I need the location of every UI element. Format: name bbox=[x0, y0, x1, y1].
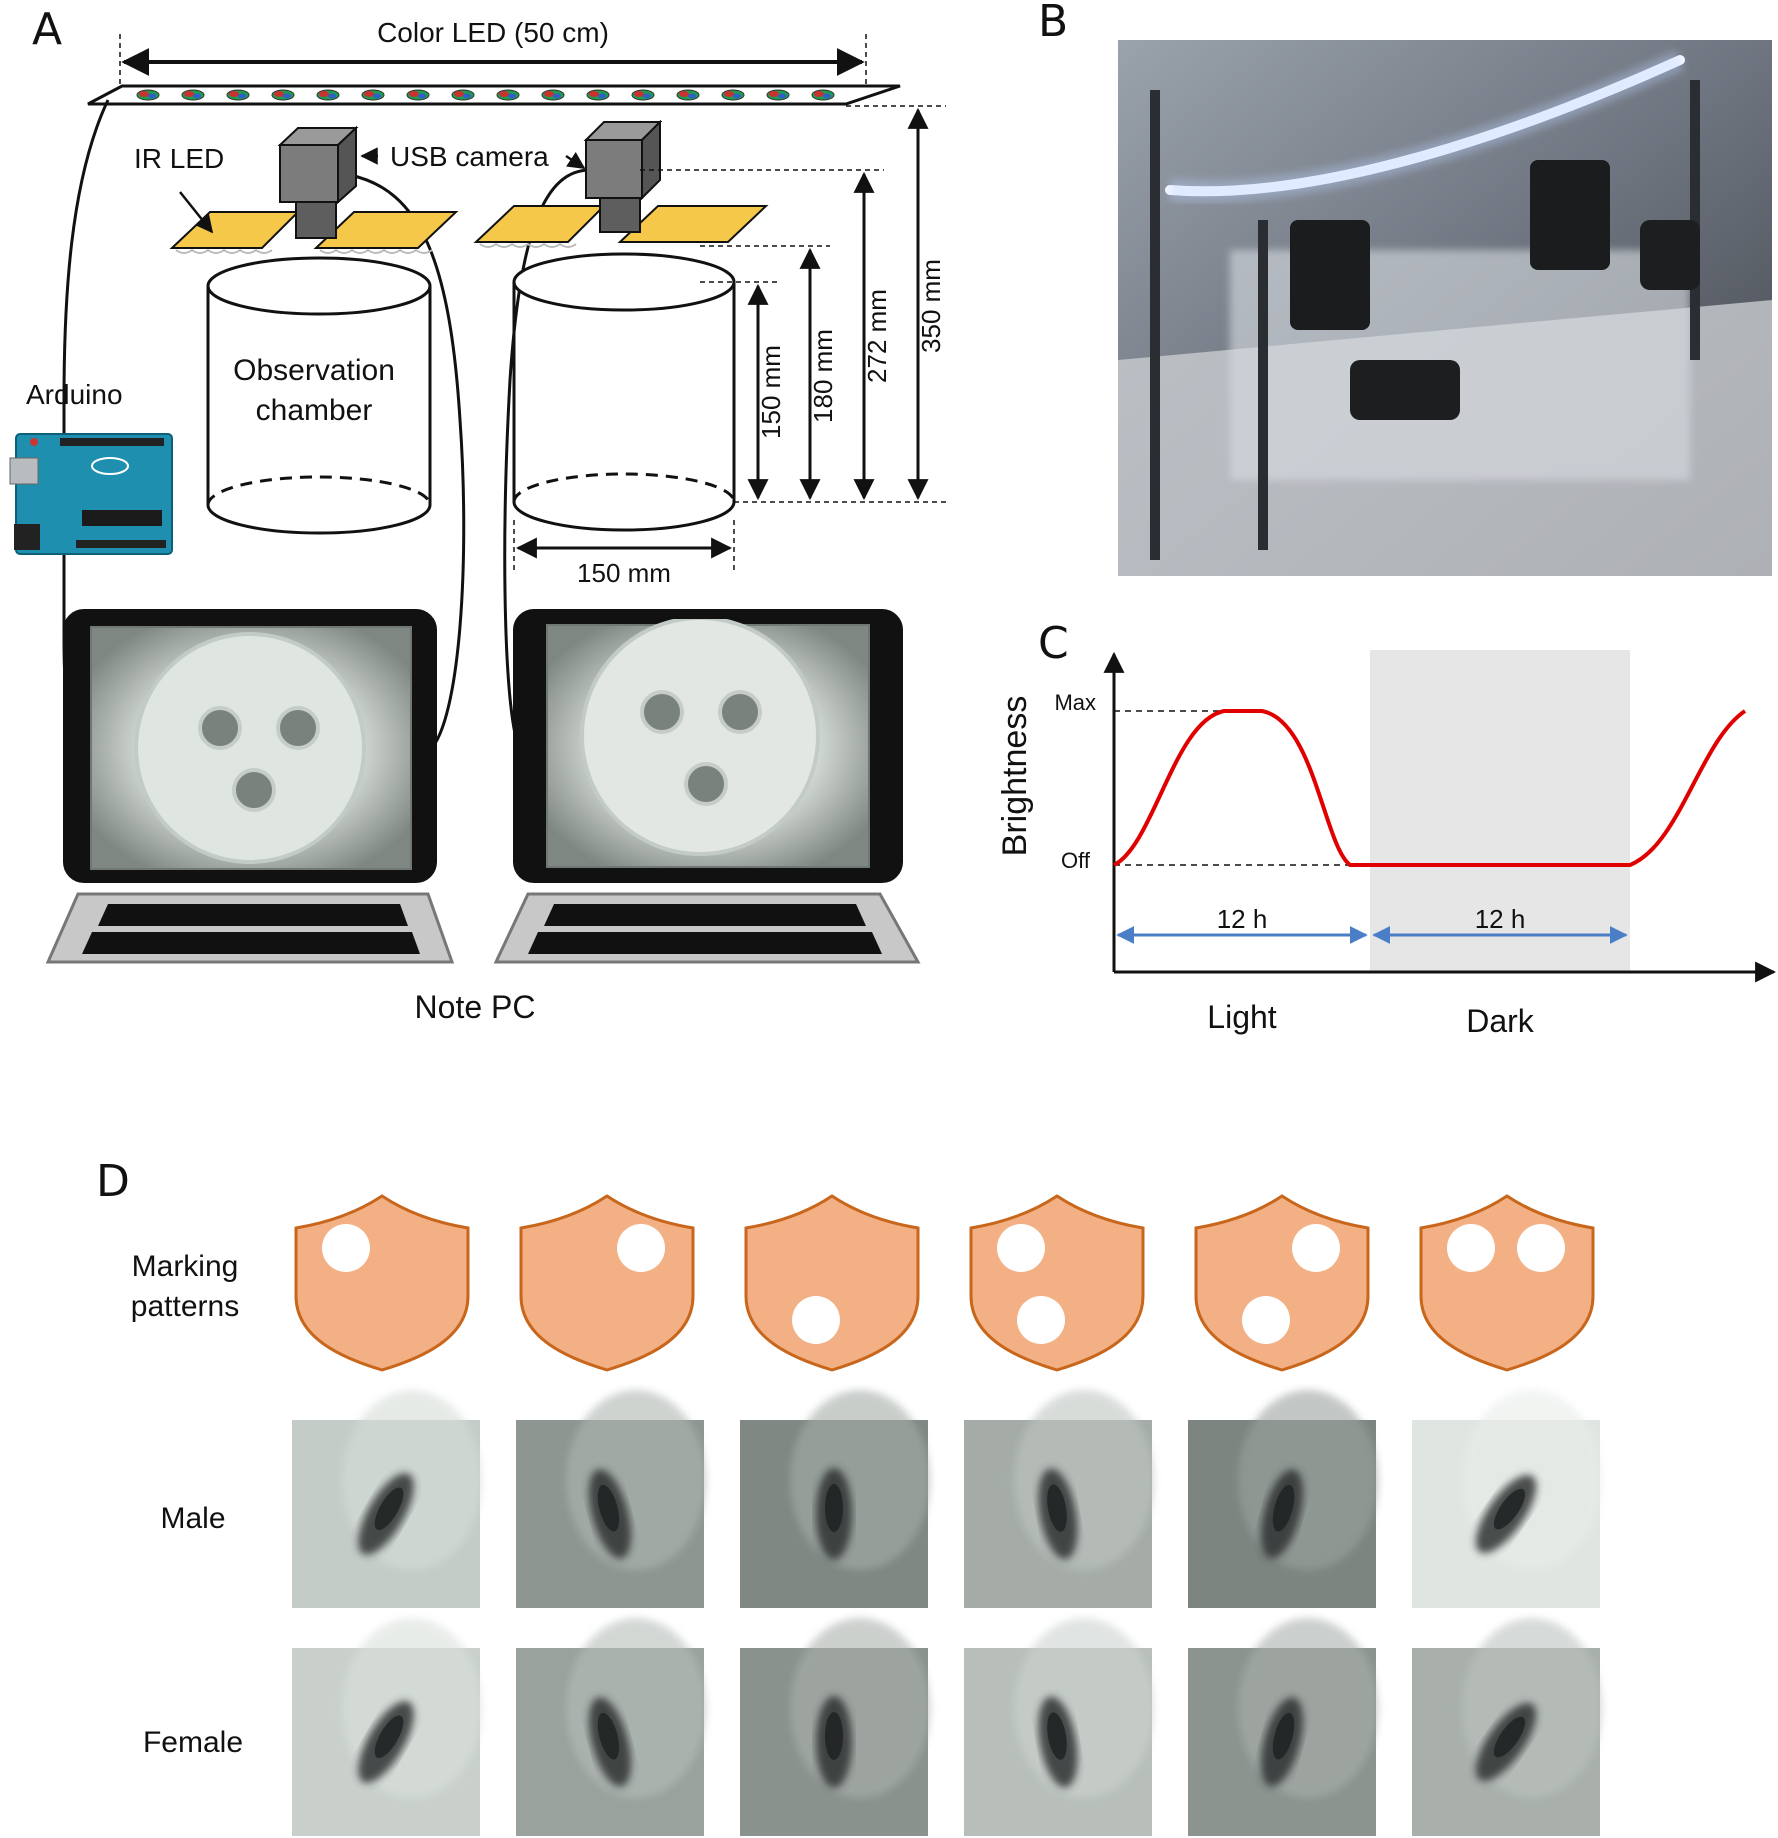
shield-pattern-2 bbox=[521, 1196, 693, 1370]
shield-pattern-6 bbox=[1421, 1196, 1593, 1370]
marking-dot bbox=[617, 1224, 665, 1272]
light-cycle-chart bbox=[1114, 650, 1774, 972]
observation-chamber-right bbox=[514, 254, 734, 530]
male-image-6 bbox=[1412, 1390, 1602, 1608]
arduino-label: Arduino bbox=[26, 379, 123, 410]
cable-led-arduino bbox=[64, 100, 108, 640]
setup-photo bbox=[1118, 40, 1772, 576]
female-images-row bbox=[292, 1618, 1602, 1836]
marking-dot bbox=[997, 1224, 1045, 1272]
female-image-4 bbox=[964, 1618, 1154, 1836]
note-pc-right bbox=[496, 614, 918, 962]
row-label-marking-line2: patterns bbox=[131, 1290, 239, 1323]
shield-pattern-1 bbox=[296, 1196, 468, 1370]
x-label-dark: Dark bbox=[1466, 1003, 1535, 1039]
shield-pattern-5 bbox=[1196, 1196, 1368, 1370]
dim-350-label: 350 mm bbox=[916, 259, 946, 353]
usb-camera-label: USB camera bbox=[390, 141, 549, 172]
arduino-board bbox=[10, 434, 172, 554]
panel-label-a: A bbox=[32, 4, 62, 55]
female-image-1 bbox=[292, 1618, 482, 1836]
panel-label-c: C bbox=[1038, 618, 1069, 669]
light-duration-label: 12 h bbox=[1217, 904, 1268, 934]
male-image-5 bbox=[1188, 1390, 1378, 1608]
chamber-label-line1: Observation bbox=[233, 354, 395, 387]
dark-duration-label: 12 h bbox=[1475, 904, 1526, 934]
dim-150-label: 150 mm bbox=[756, 345, 786, 439]
male-image-2 bbox=[516, 1390, 706, 1608]
width-dimension-label: 150 mm bbox=[577, 558, 671, 588]
female-image-3 bbox=[740, 1618, 930, 1836]
dim-272-label: 272 mm bbox=[862, 289, 892, 383]
marking-patterns-row bbox=[296, 1196, 1593, 1370]
panel-label-b: B bbox=[1038, 0, 1068, 47]
y-tick-off-label: Off bbox=[1061, 848, 1091, 873]
row-label-marking-line1: Marking bbox=[132, 1250, 239, 1283]
female-image-6 bbox=[1412, 1618, 1602, 1836]
marking-dot bbox=[1517, 1224, 1565, 1272]
led-strip-label: Color LED (50 cm) bbox=[377, 17, 609, 48]
y-tick-max-label: Max bbox=[1054, 690, 1096, 715]
dim-180-label: 180 mm bbox=[808, 329, 838, 423]
row-label-female: Female bbox=[143, 1726, 243, 1759]
marking-dot bbox=[1017, 1296, 1065, 1344]
ir-led-label: IR LED bbox=[134, 143, 224, 174]
male-images-row bbox=[292, 1390, 1602, 1608]
male-image-3 bbox=[740, 1390, 930, 1608]
male-image-1 bbox=[292, 1390, 482, 1608]
female-image-5 bbox=[1188, 1618, 1378, 1836]
panel-label-d: D bbox=[96, 1156, 130, 1207]
y-axis-label: Brightness bbox=[996, 696, 1034, 857]
marking-dot bbox=[1292, 1224, 1340, 1272]
shield-pattern-4 bbox=[971, 1196, 1143, 1370]
marking-dot bbox=[1242, 1296, 1290, 1344]
color-led-strip bbox=[88, 86, 900, 104]
row-label-male: Male bbox=[160, 1502, 225, 1535]
x-label-light: Light bbox=[1207, 999, 1277, 1035]
note-pc-left bbox=[48, 614, 452, 962]
marking-dot bbox=[322, 1224, 370, 1272]
shield-pattern-3 bbox=[746, 1196, 918, 1370]
chamber-label-line2: chamber bbox=[256, 394, 373, 427]
note-pc-label: Note PC bbox=[415, 989, 536, 1025]
marking-dot bbox=[792, 1296, 840, 1344]
male-image-4 bbox=[964, 1390, 1154, 1608]
female-image-2 bbox=[516, 1618, 706, 1836]
marking-dot bbox=[1447, 1224, 1495, 1272]
